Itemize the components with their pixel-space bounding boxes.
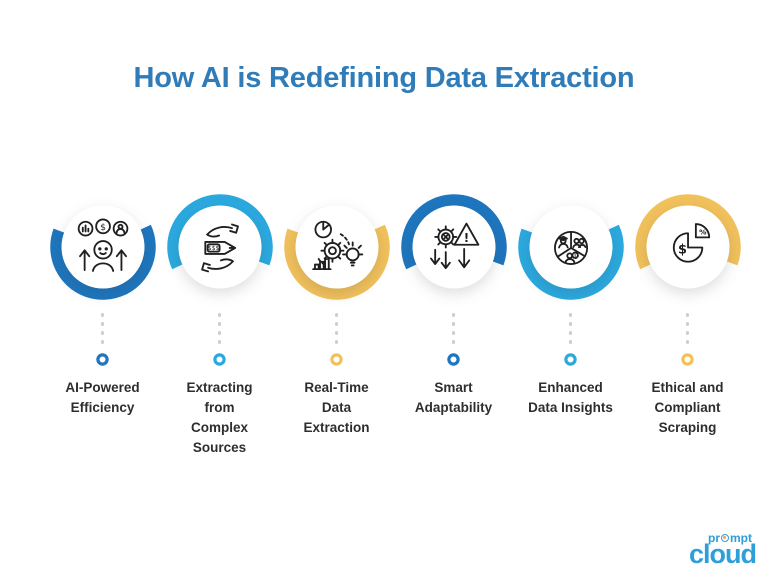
ai-efficiency-icon: $ [77, 218, 128, 272]
white-disc [295, 205, 378, 289]
svg-text:$: $ [100, 222, 106, 233]
page-title: How AI is Redefining Data Extraction [133, 62, 635, 94]
dotted-connector [685, 313, 690, 344]
step-marker [213, 352, 226, 366]
dotted-connector [334, 313, 339, 344]
step-badge: $ % [634, 194, 741, 300]
step-marker [564, 352, 577, 366]
dotted-connector [451, 313, 456, 344]
svg-text:$: $ [573, 253, 576, 259]
white-disc [412, 205, 495, 289]
step-marker [681, 352, 694, 366]
svg-text:$$$: $$$ [207, 245, 219, 252]
step-marker [330, 352, 343, 366]
dotted-connector [217, 313, 222, 344]
step-badge [283, 194, 390, 300]
svg-text:%: % [699, 228, 707, 237]
hands-price-tag-icon: $$$ [200, 223, 239, 273]
white-disc [61, 205, 144, 289]
step-badge: ! [400, 194, 507, 300]
step-badge: $$$ [166, 194, 273, 300]
logo-cloud-text: cloud [689, 539, 757, 569]
step-badge: $ [517, 194, 624, 300]
dollar-percent-pie-icon: $ % [672, 223, 710, 263]
ribbon-arc [49, 194, 156, 300]
dotted-connector [568, 313, 573, 344]
svg-text:$: $ [678, 242, 687, 257]
gear-warning-arrows-icon: ! [429, 222, 479, 270]
step-marker [96, 352, 109, 366]
gear-analytics-bulb-icon [311, 220, 363, 271]
people-pie-icon: $ [553, 230, 588, 265]
step-badge: $ [49, 194, 156, 300]
ribbon-arc [283, 194, 390, 300]
svg-text:!: ! [463, 231, 468, 245]
step-marker [447, 352, 460, 366]
logo-o-mark [721, 534, 729, 542]
dotted-connector [100, 313, 105, 344]
